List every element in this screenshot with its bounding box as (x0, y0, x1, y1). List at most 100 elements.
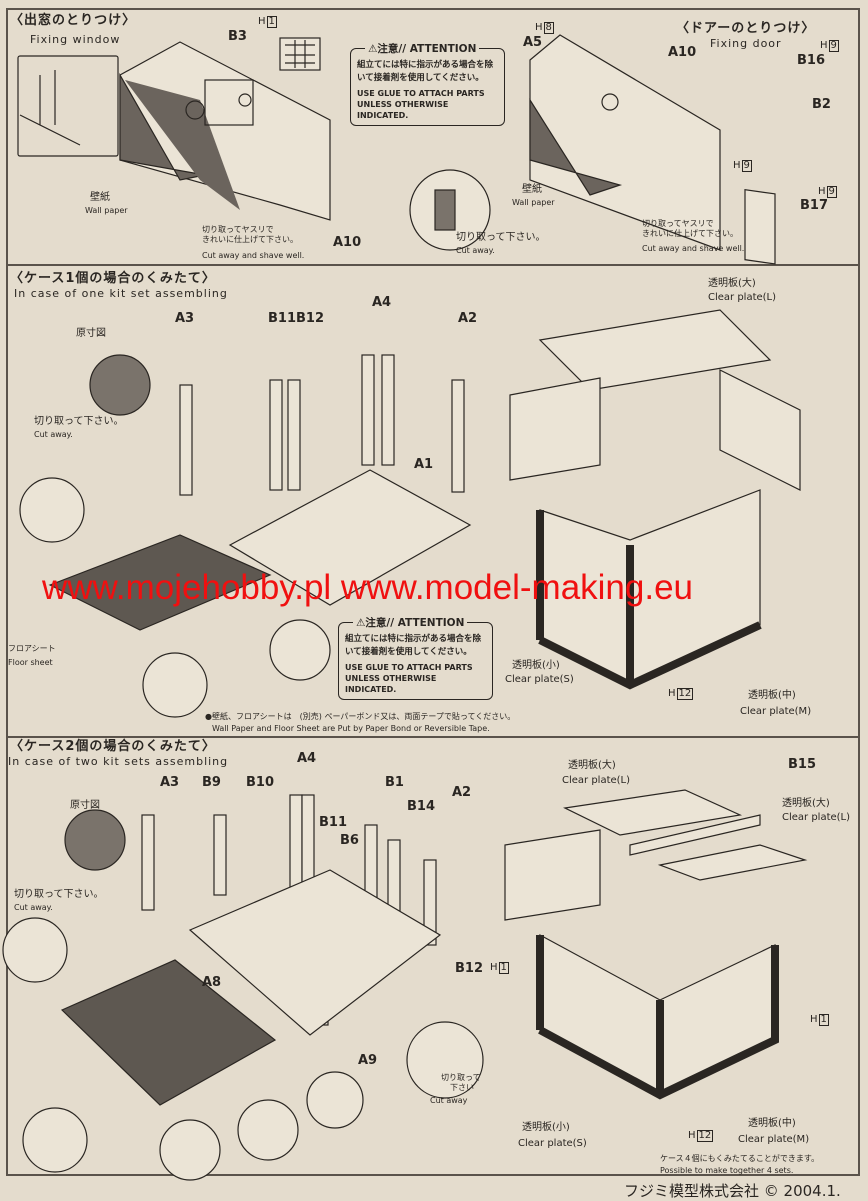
shave-en: Cut away and shave well. (202, 251, 305, 260)
label-b1: B1 (385, 775, 404, 790)
cut2-jp-1: 切り取って (441, 1073, 481, 1082)
floor-sheet-jp: フロアシート (8, 644, 56, 653)
window-wall-two (504, 829, 601, 921)
label-a2: A2 (458, 311, 478, 326)
four-sets-note-jp: ケース４個にもくみたてることができます。 (660, 1154, 820, 1163)
label-a5: A5 (523, 35, 543, 50)
window-section-title: 〈出窓のとりつけ〉 (10, 13, 137, 28)
label-b14: B14 (407, 799, 435, 814)
door-shave-en: Cut away and shave well. (642, 244, 745, 253)
plate-l-jp-two-2: 透明板(大) (782, 798, 830, 809)
plate-m-en-two: Clear plate(M) (738, 1134, 810, 1145)
floor-sheet-en: Floor sheet (8, 658, 53, 667)
label-b11b12: B11B12 (268, 311, 324, 326)
label-b11: B11 (319, 815, 347, 830)
label-a10-door: A10 (668, 45, 697, 60)
plate-l-en: Clear plate(L) (708, 292, 777, 303)
wallpaper-jp: 壁紙 (90, 192, 110, 203)
attention-box-1: ⚠注意// ATTENTION 組立てには特に指示がある場合を除いて接着剤を使用… (350, 41, 505, 127)
label-a8: A8 (202, 975, 222, 990)
plate-m-jp-two: 透明板(中) (748, 1118, 796, 1129)
window-opening (204, 79, 254, 126)
fullsize-label-two: 原寸図 (70, 800, 100, 811)
shave-jp-1: 切り取ってヤスリで (202, 225, 274, 234)
watermark: www.mojehobby.pl www.model-making.eu (42, 568, 694, 607)
plate-l-jp-two: 透明板(大) (568, 760, 616, 771)
label-b15: B15 (788, 757, 816, 772)
plate-s-jp-two: 透明板(小) (522, 1122, 570, 1133)
label-a10: A10 (333, 235, 362, 250)
plate-s-en: Clear plate(S) (505, 674, 574, 685)
part-b3-window (279, 37, 321, 71)
door-wall (529, 34, 721, 251)
cut-jp: 切り取って下さい。 (456, 232, 546, 243)
two-kit-subtitle: In case of two kit sets assembling (8, 755, 229, 768)
shave-jp-2: きれいに仕上げて下さい。 (202, 235, 298, 244)
door-shave-jp-2: きれいに仕上げて下さい。 (642, 229, 738, 238)
two-kit-title: 〈ケース2個の場合のくみたて〉 (10, 739, 216, 754)
fullsize-label: 原寸図 (76, 328, 106, 339)
label-b12: B12 (455, 961, 483, 976)
cut-jp-one: 切り取って下さい。 (34, 416, 124, 427)
door-wallpaper-jp: 壁紙 (522, 184, 542, 195)
door-shave-jp-1: 切り取ってヤスリで (642, 219, 714, 228)
door-section-title: 〈ドアーのとりつけ〉 (676, 21, 816, 36)
door-section-subtitle: Fixing door (710, 37, 782, 50)
plate-s-en-two: Clear plate(S) (518, 1138, 587, 1149)
plate-l-en-two: Clear plate(L) (562, 775, 631, 786)
clear-plate-l-1 (563, 789, 743, 836)
label-a1: A1 (414, 457, 434, 472)
label-a4-two: A4 (297, 751, 317, 766)
window-wall-panel (509, 377, 601, 481)
section-fixing-window-door (6, 8, 860, 266)
cut-en-one: Cut away. (34, 430, 73, 439)
label-a3: A3 (175, 311, 195, 326)
label-b10: B10 (246, 775, 274, 790)
plate-s-jp: 透明板(小) (512, 660, 560, 671)
label-a3-two: A3 (160, 775, 180, 790)
label-b2: B2 (812, 97, 831, 112)
part-b15 (629, 814, 761, 856)
wallpaper-note-jp: ●壁紙、フロアシートは (別売) ペーパーボンド又は、両面テープで貼ってください… (205, 712, 516, 721)
door-wallpaper-en: Wall paper (512, 198, 555, 207)
label-a2-two: A2 (452, 785, 472, 800)
label-a4: A4 (372, 295, 392, 310)
label-b9: B9 (202, 775, 221, 790)
window-section-subtitle: Fixing window (30, 33, 121, 46)
label-a9: A9 (358, 1053, 378, 1068)
four-sets-note-en: Possible to make together 4 sets. (660, 1166, 794, 1175)
plate-m-jp: 透明板(中) (748, 690, 796, 701)
cut-en: Cut away. (456, 246, 495, 255)
door-wall-panel (719, 369, 801, 491)
cut2-jp-2: 下さい (450, 1083, 474, 1092)
part-door (744, 189, 776, 265)
floor-sheet-two (60, 959, 277, 1106)
wallpaper-note-en: Wall Paper and Floor Sheet are Put by Pa… (212, 724, 490, 733)
label-b17: B17 (800, 198, 828, 213)
one-kit-title: 〈ケース1個の場合のくみたて〉 (10, 271, 216, 286)
one-kit-subtitle: In case of one kit set assembling (14, 287, 228, 300)
label-b16: B16 (797, 53, 825, 68)
floor-two (188, 869, 442, 1036)
clear-plate-l-2 (657, 844, 808, 881)
attention-box-2: ⚠注意// ATTENTION 組立てには特に指示がある場合を除いて接着剤を使用… (338, 615, 493, 701)
footer-copyright: フジミ模型株式会社 © 2004.1. (624, 1182, 841, 1200)
cut-en-two: Cut away. (14, 903, 53, 912)
plate-m-en: Clear plate(M) (740, 706, 812, 717)
cut-jp-two: 切り取って下さい。 (14, 889, 104, 900)
floor-a1 (228, 469, 472, 606)
plate-l-en-two-2: Clear plate(L) (782, 812, 851, 823)
instruction-sheet (6, 8, 860, 1176)
clear-plate-l (538, 309, 772, 391)
plate-l-jp: 透明板(大) (708, 278, 756, 289)
